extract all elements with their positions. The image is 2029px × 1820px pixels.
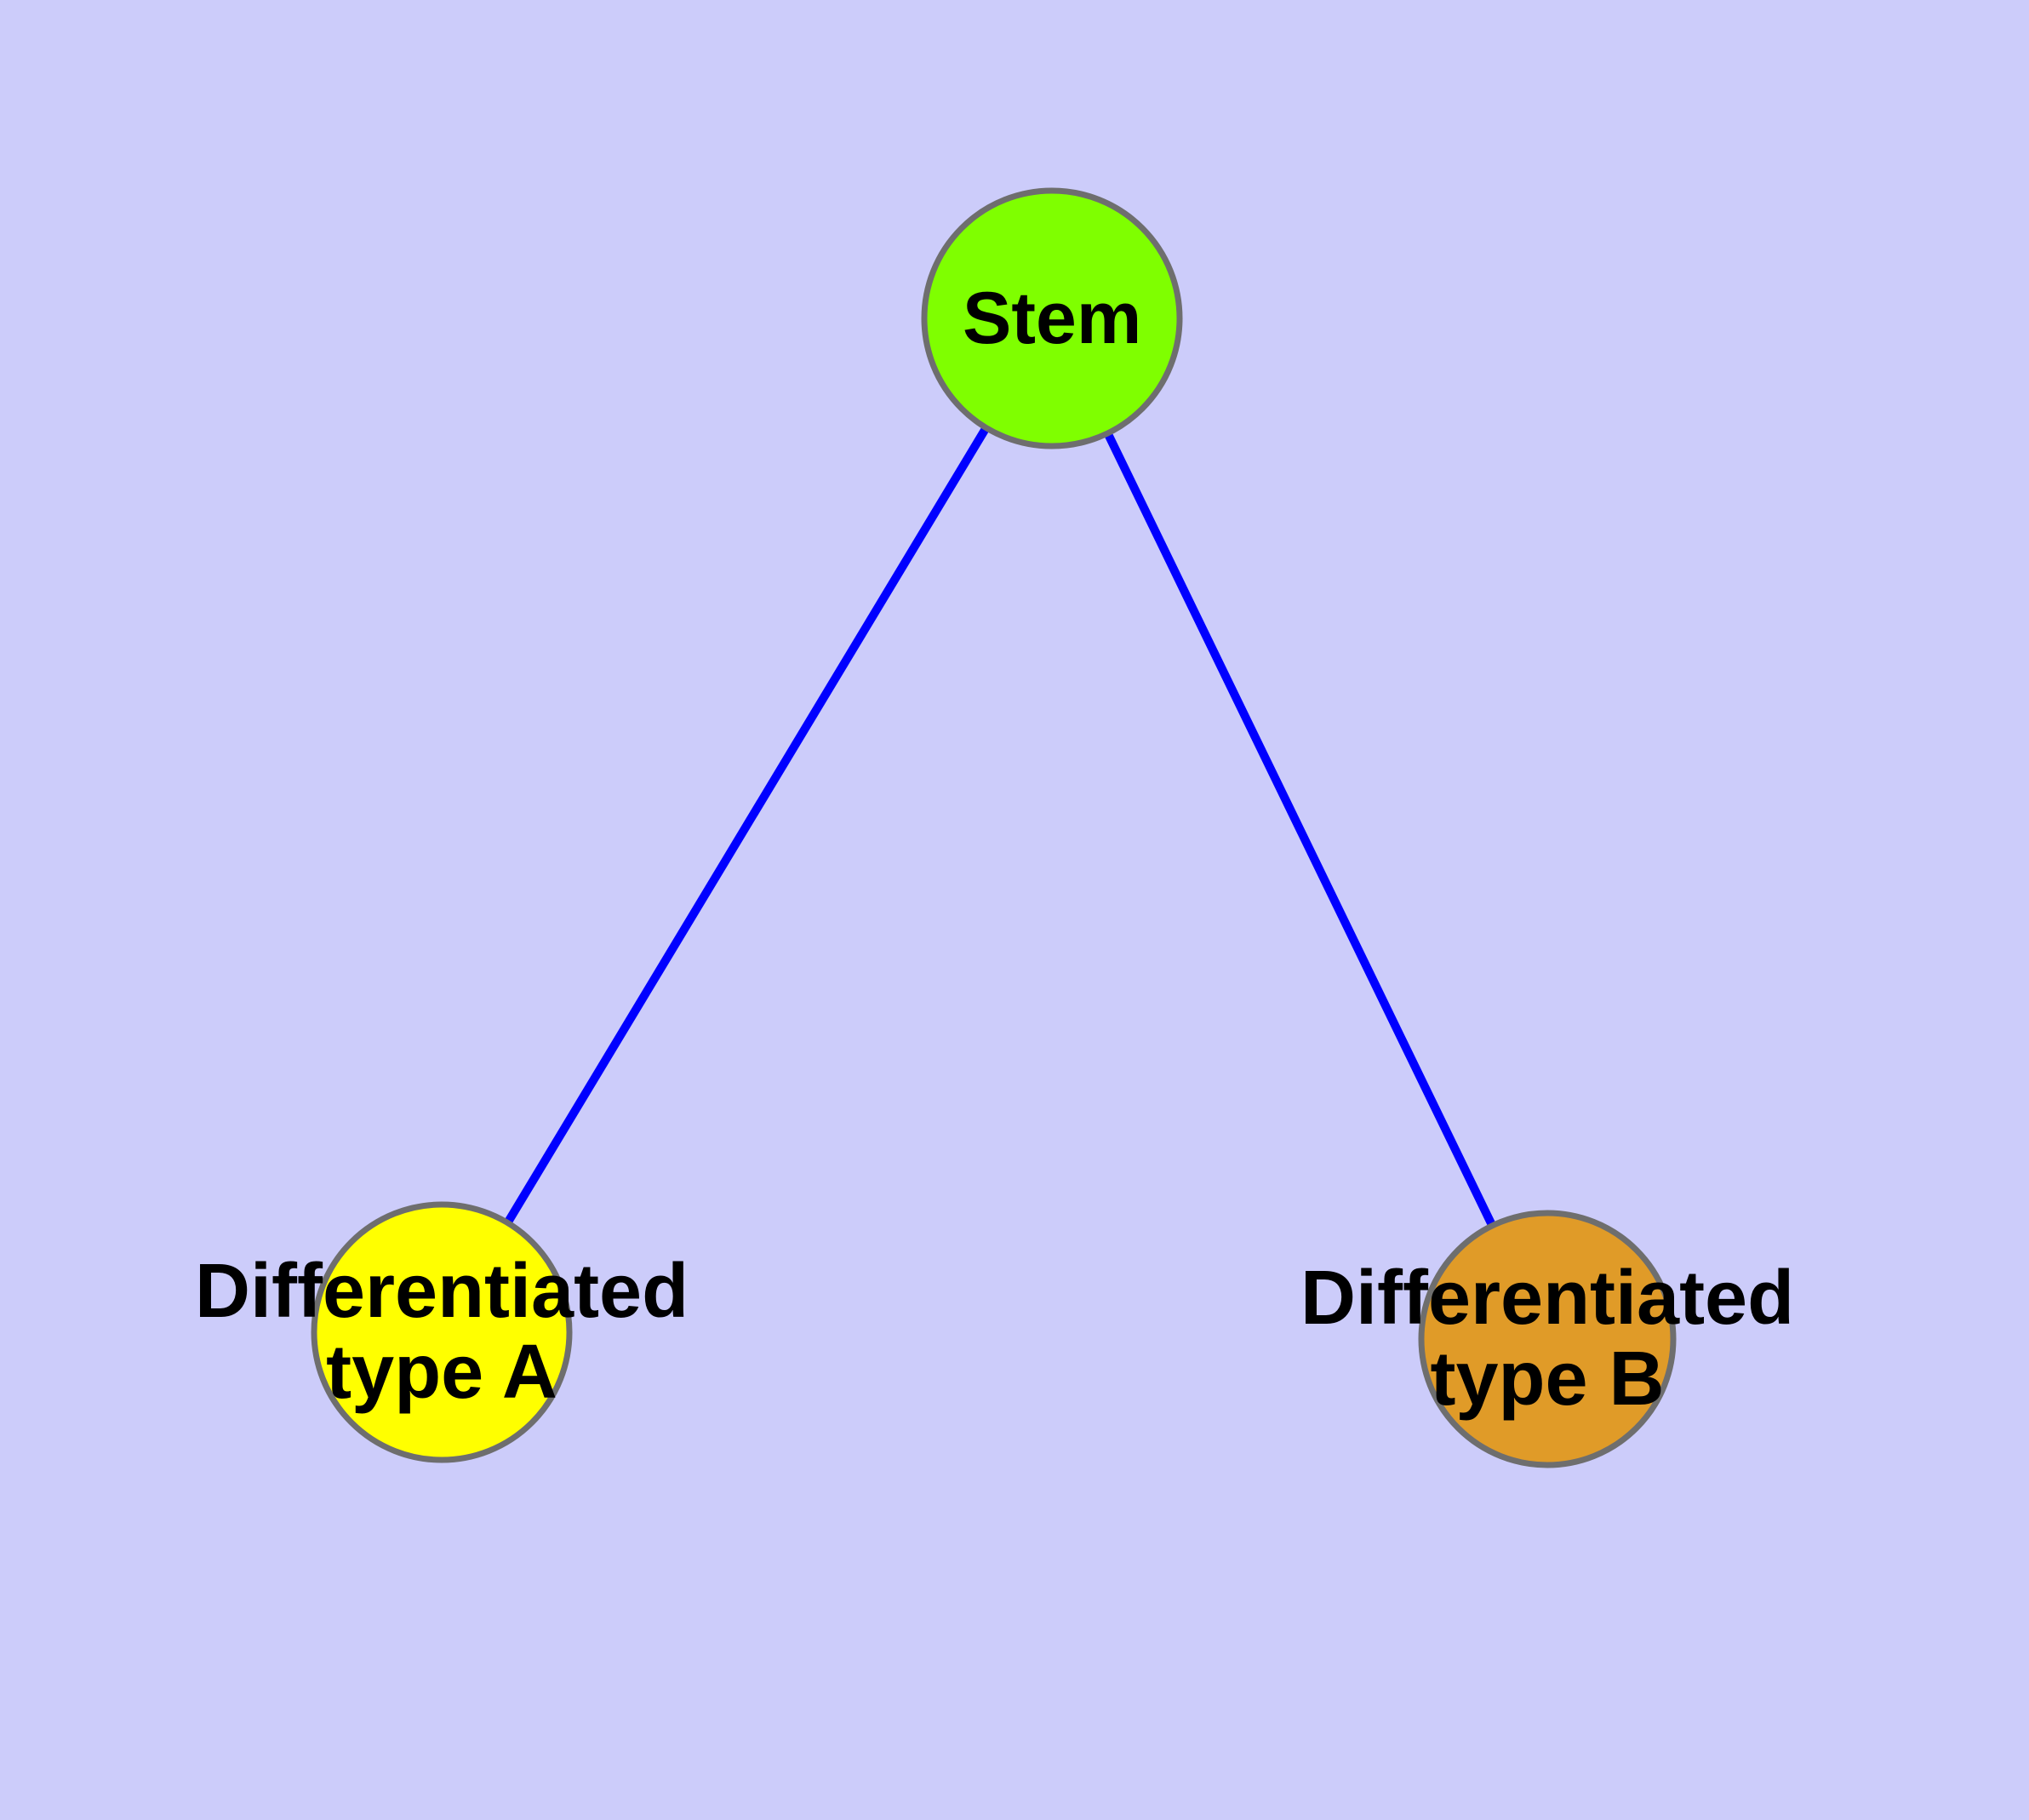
edge-layer xyxy=(503,424,1497,1229)
node-stem[interactable] xyxy=(921,187,1183,449)
node-differentiated-type-a[interactable] xyxy=(311,1201,573,1463)
edge-stem-to-differentiated-type-a[interactable] xyxy=(503,424,991,1227)
node-differentiated-type-b[interactable] xyxy=(1418,1210,1677,1468)
node-layer xyxy=(311,187,1677,1468)
edge-stem-to-differentiated-type-b[interactable] xyxy=(1103,429,1497,1229)
